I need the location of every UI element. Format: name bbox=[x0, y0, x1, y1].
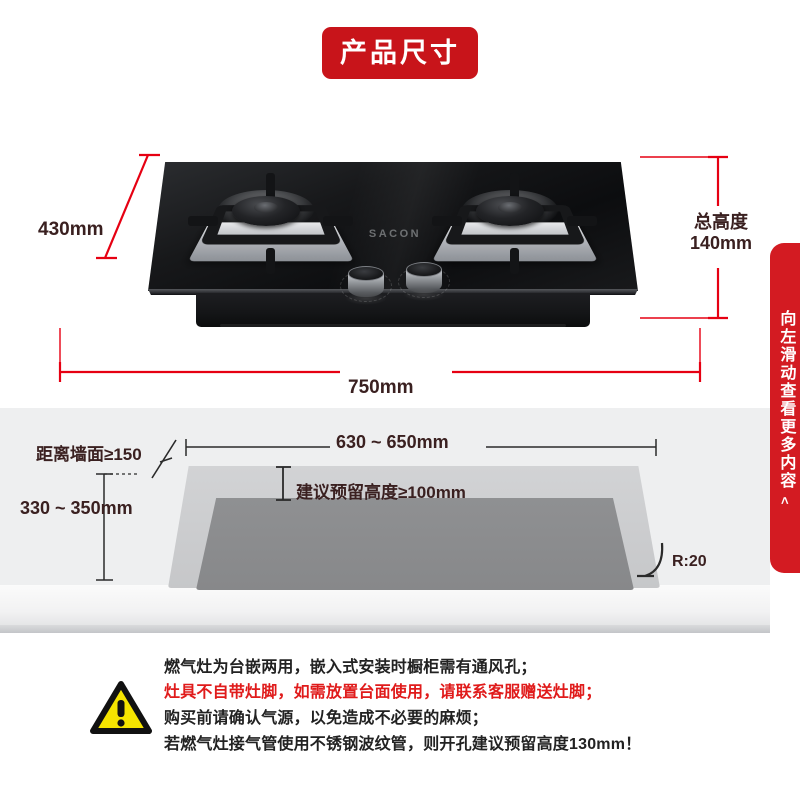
notice-line-1: 燃气灶为台嵌两用，嵌入式安装时橱柜需有通风孔； bbox=[164, 658, 537, 676]
grate-arm-south bbox=[266, 248, 275, 274]
burner-grate bbox=[432, 173, 597, 274]
burner-cap bbox=[232, 196, 300, 226]
warning-triangle-glyph bbox=[90, 681, 152, 734]
corner-radius-label: R:20 bbox=[672, 553, 707, 570]
cutout-depth-label: 330 ~ 350mm bbox=[20, 498, 133, 518]
product-photo-area: SACON bbox=[0, 100, 770, 400]
notice-line-3: 购买前请确认气源，以免造成不必要的麻烦； bbox=[164, 710, 489, 727]
grate-arm-north bbox=[510, 173, 519, 199]
left-control-knob bbox=[340, 266, 392, 306]
knob-reflection bbox=[345, 292, 387, 305]
slide-hint-text: 向左滑动查看更多内容 bbox=[777, 310, 795, 490]
notice-panel: 燃气灶为台嵌两用，嵌入式安装时橱柜需有通风孔； 灶具不自带灶脚，如需放置台面使用… bbox=[78, 646, 760, 770]
cooktop-body bbox=[196, 293, 590, 327]
wall-distance-label: 距离墙面≥150 bbox=[36, 445, 142, 464]
slide-left-hint-tab[interactable]: 向左滑动查看更多内容 < bbox=[770, 243, 800, 573]
depth-dimension-label: 430mm bbox=[38, 219, 104, 240]
left-burner bbox=[186, 170, 356, 278]
grate-arm-west bbox=[432, 216, 462, 226]
reserved-height-label: 建议预留高度≥100mm bbox=[296, 483, 466, 502]
grate-arm-east bbox=[323, 216, 353, 226]
total-height-value: 140mm bbox=[689, 233, 753, 254]
gas-cooktop-product: SACON bbox=[148, 162, 638, 337]
total-height-title: 总高度 bbox=[694, 212, 748, 232]
cabinet-opening-inner bbox=[196, 498, 634, 590]
page-title-badge: 产品尺寸 bbox=[322, 27, 478, 79]
chevron-left-icon: < bbox=[777, 496, 793, 505]
right-control-knob bbox=[398, 262, 450, 302]
cutout-width-label: 630 ~ 650mm bbox=[336, 432, 449, 452]
glass-front-edge bbox=[148, 289, 638, 295]
notice-line-4: 若燃气灶接气管使用不锈钢波纹管，则开孔建议预留高度130mm！ bbox=[164, 735, 642, 753]
grate-arm-south bbox=[510, 248, 519, 274]
countertop-strip bbox=[0, 585, 770, 633]
grate-arm-north bbox=[266, 173, 275, 199]
grate-arm-east bbox=[567, 216, 597, 226]
total-height-dimension: 总高度 140mm bbox=[679, 212, 763, 254]
burner-cap bbox=[476, 196, 544, 226]
brand-logo: SACON bbox=[368, 228, 422, 240]
right-burner bbox=[430, 170, 600, 278]
burner-grate bbox=[188, 173, 353, 274]
knob-top bbox=[348, 266, 384, 281]
notice-text-block: 燃气灶为台嵌两用，嵌入式安装时橱柜需有通风孔； 灶具不自带灶脚，如需放置台面使用… bbox=[164, 657, 760, 760]
width-dimension-label: 750mm bbox=[348, 377, 414, 398]
notice-line-2: 灶具不自带灶脚，如需放置台面使用，请联系客服赠送灶脚； bbox=[164, 684, 602, 702]
knob-top bbox=[406, 262, 442, 277]
grate-arm-west bbox=[188, 216, 218, 226]
page-title: 产品尺寸 bbox=[340, 37, 460, 68]
knob-reflection bbox=[403, 288, 445, 301]
warning-triangle-icon bbox=[78, 680, 164, 736]
